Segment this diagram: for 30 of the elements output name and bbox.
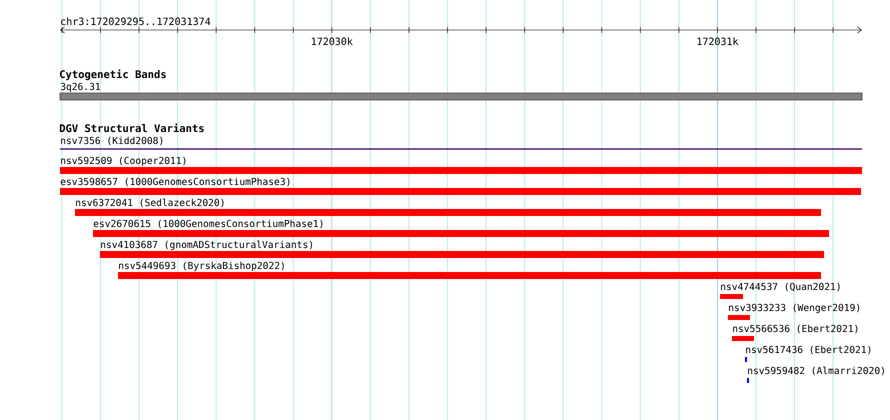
variant-feature: nsv5449693 (ByrskaBishop2022) bbox=[118, 262, 821, 279]
tick-label: 172030k bbox=[312, 37, 353, 46]
node-label: nsv5449693 (ByrskaBishop2022) bbox=[119, 262, 284, 271]
variant-feature: nsv5617436 (Ebert2021) bbox=[745, 346, 870, 362]
node-label: esv3598657 (1000GenomesConsortiumPhase3) bbox=[60, 178, 290, 186]
variant-feature: nsv3933233 (Wenger2019) bbox=[728, 304, 860, 320]
variant-feature: nsv6372041 (Sedlazeck2020) bbox=[75, 198, 821, 216]
node-label: 3q26.31 bbox=[60, 82, 100, 92]
variant-feature: esv3598657 (1000GenomesConsortiumPhase3) bbox=[60, 178, 862, 195]
variant-feature: nsv592509 (Cooper2011) bbox=[60, 156, 862, 174]
variant-feature: nsv5566536 (Ebert2021) bbox=[732, 324, 858, 341]
location-label: chr3:172029295..172031374 bbox=[61, 17, 210, 26]
track-heading: DGV Structural Variants bbox=[60, 123, 204, 132]
node-label: nsv3933233 (Wenger2019) bbox=[729, 304, 860, 314]
node-label: esv2670615 (1000GenomesConsortiumPhase1) bbox=[94, 220, 322, 228]
variant-feature: nsv4103687 (gnomADStructuralVariants) bbox=[100, 240, 824, 258]
variant-feature: nsv4744537 (Quan2021) bbox=[720, 282, 840, 299]
variant-feature: nsv5959482 (Almarri2020) bbox=[747, 366, 884, 383]
tick-label: 172031k bbox=[698, 37, 738, 46]
cytoband-bar: 3q26.31 bbox=[60, 82, 862, 100]
node-label: nsv5959482 (Almarri2020) bbox=[748, 366, 884, 376]
node-label: nsv4744537 (Quan2021) bbox=[721, 282, 840, 292]
node-label: nsv592509 (Cooper2011) bbox=[61, 156, 186, 166]
node-label: nsv4103687 (gnomADStructuralVariants) bbox=[101, 240, 312, 250]
node-label: nsv5566536 (Ebert2021) bbox=[733, 324, 858, 334]
node-label: nsv6372041 (Sedlazeck2020) bbox=[76, 198, 224, 208]
variant-feature: esv2670615 (1000GenomesConsortiumPhase1) bbox=[93, 220, 830, 237]
node-label: nsv5617436 (Ebert2021) bbox=[746, 346, 870, 354]
track-heading: Cytogenetic Bands bbox=[60, 69, 166, 80]
variant-feature: nsv7356 (Kidd2008) bbox=[60, 136, 862, 150]
